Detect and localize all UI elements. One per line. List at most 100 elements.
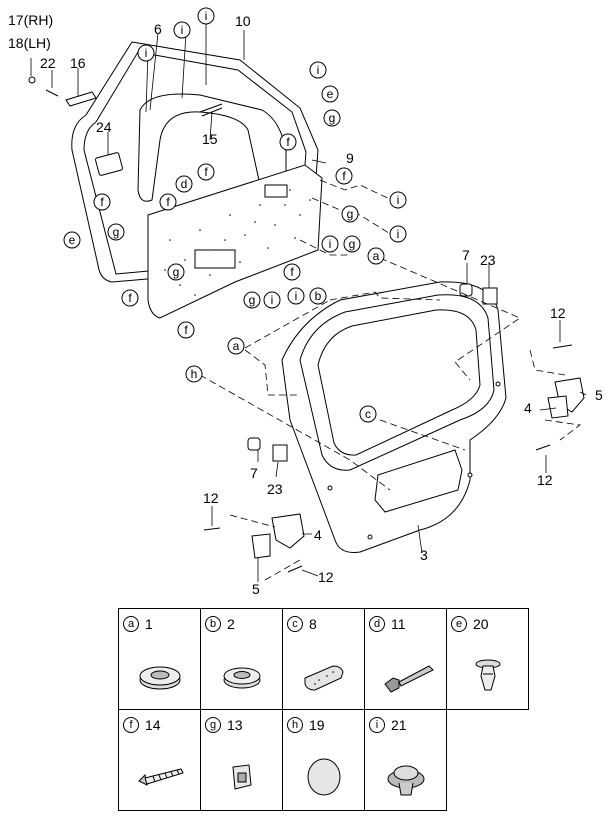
label-4: 4 [314,527,322,543]
label-15: 15 [202,131,218,147]
letter-callout-f: f [159,193,177,211]
tailgate-hole [467,472,473,478]
letter-callout-f: f [283,263,301,281]
bumper-part [247,437,261,451]
letter-callout-b: b [309,287,327,305]
callout-letter: f [128,291,132,305]
letter-callout-i: i [287,287,305,305]
callout-letter: b [315,289,322,303]
callout-letter: d [181,177,188,191]
letter-callout-e: e [321,85,339,103]
letter-callout-g: g [243,291,261,309]
callout-letter: g [347,207,354,221]
callout-letter: g [329,111,336,125]
trim-handle-recess [194,249,236,269]
callout-letter: e [69,233,76,247]
hinge-part [271,513,305,549]
label-6: 6 [154,21,162,37]
letter-callout-c: c [359,405,377,423]
legend-cell: c 8 [282,608,365,710]
legend-cell-header: b 2 [201,609,282,639]
callout-letter: i [145,46,148,60]
callout-letter: g [349,237,356,251]
legend-empty-cell [447,710,529,811]
tailgate-window-frame [299,294,495,471]
legend-letter: e [451,616,467,632]
legend-cell: e 20 [446,608,529,710]
letter-callout-i: i [309,61,327,79]
plug-icon [283,740,364,810]
pad-part [272,444,288,462]
legend-part-number: 1 [145,616,153,632]
callout-letter: i [329,237,332,251]
nut-clip-icon [201,740,282,810]
strap-icon [365,639,446,709]
letter-callout-g: g [343,235,361,253]
legend-letter: c [287,616,303,632]
legend-cell-header: d 11 [365,609,446,639]
bolt-part [552,344,573,349]
label-7: 7 [250,465,258,481]
callout-letter: f [100,195,104,209]
callout-letter: a [373,249,380,263]
callout-letter: i [317,63,320,77]
tailgate-hole [327,485,333,491]
legend-part-number: 21 [391,717,407,733]
trim-clip-icon [365,740,446,810]
legend-part-number: 2 [227,616,235,632]
letter-callout-i: i [263,291,281,309]
letter-callout-i: i [173,21,191,39]
legend-part-number: 19 [309,717,325,733]
callout-letter: i [205,9,208,23]
label-3: 3 [420,547,428,563]
letter-callout-a: a [227,337,245,355]
legend-letter: i [369,717,385,733]
legend-cell: a 1 [118,608,201,710]
legend-letter: a [123,616,139,632]
callout-letter: f [342,169,346,183]
legend-cell-header: i 21 [365,710,446,740]
legend-letter: h [287,717,303,733]
letter-callout-i: i [321,235,339,253]
label-7: 7 [462,247,470,263]
weatherstrip-inner [83,51,307,275]
callout-letter: g [113,225,120,239]
label-22: 22 [40,55,56,71]
letter-callout-f: f [335,167,353,185]
fastener-legend-table: a 1 b 2 c 8 [118,608,529,811]
bolt-part [535,444,551,451]
label-12: 12 [203,490,219,506]
bolt-part [203,527,221,531]
trim-panel [147,164,323,319]
switch-part [95,152,123,176]
hinge-part [547,395,569,419]
callout-letter: i [397,227,400,241]
callout-letter: c [365,407,371,421]
legend-letter: d [369,616,385,632]
legend-cell-header: a 1 [119,609,200,639]
legend-cell-header: e 20 [447,609,528,639]
tailgate-exploded-diagram: 17(RH) 18(LH) 22 16 6 10 24 15 9 7 23 12… [8,7,603,597]
screw-part [45,89,59,97]
pad-part [482,287,498,305]
letter-callout-i: i [137,44,155,62]
callout-letter: f [286,135,290,149]
label-12: 12 [318,569,334,585]
pull-handle-part [65,91,97,107]
label-16: 16 [70,55,86,71]
callout-letter: f [166,195,170,209]
label-5: 5 [595,387,603,403]
letter-callout-f: f [177,321,195,339]
callout-letter: i [181,23,184,37]
letter-callout-f: f [121,289,139,307]
legend-cell-header: f 14 [119,710,200,740]
callout-letter: f [290,265,294,279]
letter-callout-f: f [279,133,297,151]
callout-letter: e [327,87,334,101]
letter-callout-g: g [107,223,125,241]
letter-callout-d: d [175,175,193,193]
callout-letter: g [173,265,180,279]
legend-cell-header: c 8 [283,609,364,639]
letter-callout-g: g [341,205,359,223]
callout-letter: i [295,289,298,303]
